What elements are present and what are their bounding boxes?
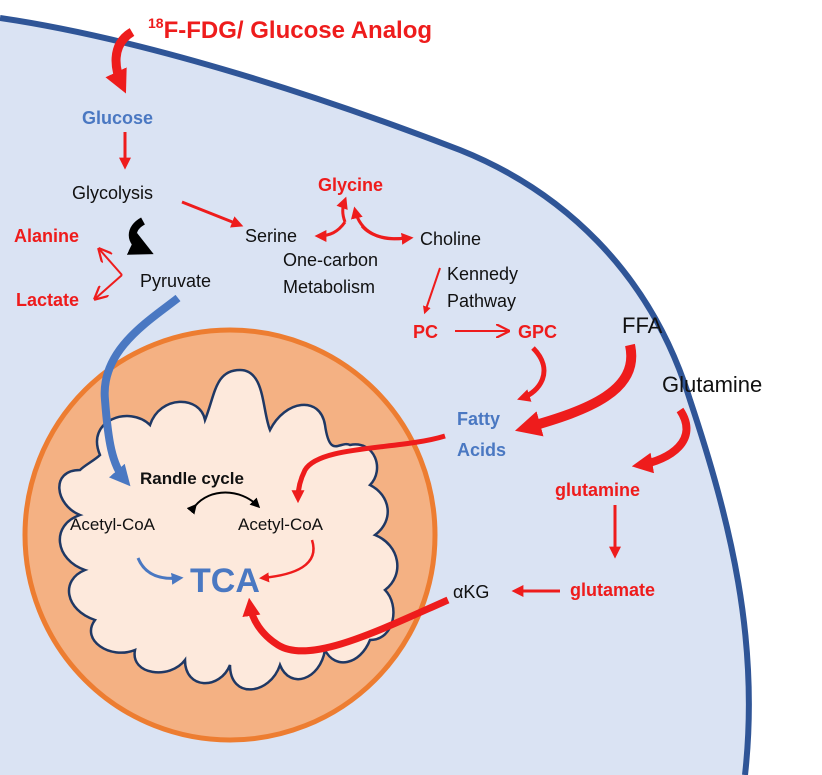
one-carbon-label-line2: Metabolism (283, 277, 375, 297)
title-label: 18F-FDG/ Glucose Analog (148, 15, 432, 44)
serine-label: Serine (245, 226, 297, 246)
choline-label: Choline (420, 229, 481, 249)
title-main: F-FDG/ Glucose Analog (164, 17, 432, 44)
glycolysis-pyruvate-arrow (126, 217, 154, 255)
alanine-label: Alanine (14, 226, 79, 246)
kennedy-label-line1: Kennedy (447, 264, 518, 284)
pc-label: PC (413, 322, 438, 342)
glycolysis-label: Glycolysis (72, 183, 153, 203)
gpc-label: GPC (518, 322, 557, 342)
glutamine-external-label: Glutamine (662, 372, 762, 397)
tca-label: TCA (190, 562, 260, 600)
glycine-choline-arrow (360, 224, 414, 245)
pyruvate-alanine-arrow (100, 250, 123, 276)
glutamine-internal-label: glutamine (555, 480, 640, 500)
akg-label: αKG (453, 582, 489, 602)
fdg-uptake-arrow (105, 28, 135, 94)
randle-cycle-label: Randle cycle (140, 469, 244, 488)
pyruvate-lactate-arrow (96, 274, 123, 298)
cell-membrane (0, 15, 752, 775)
glutamine-uptake-arrow (631, 407, 691, 474)
ffa-uptake-arrow (514, 343, 637, 437)
choline-pc-arrow (423, 267, 441, 315)
glycine-serine-arrow (314, 221, 347, 242)
pyruvate-acetyl-arrow (100, 294, 181, 487)
one-carbon-label-line1: One-carbon (283, 250, 378, 270)
glutamate-label: glutamate (570, 580, 655, 600)
fatty-acids-label-line2: Acids (457, 440, 506, 460)
acetyl-left-tca-arrow (136, 557, 184, 585)
acetyl-coa-left-label: Acetyl-CoA (70, 515, 156, 534)
glycine-label: Glycine (318, 175, 383, 195)
randle-cycle-arrow (186, 491, 261, 515)
fatty-acids-acetyl-arrow (291, 433, 446, 504)
ffa-label: FFA (622, 313, 663, 338)
kennedy-label-line2: Pathway (447, 291, 516, 311)
glycolysis-serine-arrow (181, 200, 244, 228)
akg-tca-arrow (242, 596, 450, 655)
glycine-top-arrow (336, 196, 348, 223)
lactate-label: Lactate (16, 290, 79, 310)
acetyl-right-tca-arrow (259, 539, 315, 583)
glucose-label: Glucose (82, 108, 153, 128)
mitochondrion-inner (58, 368, 399, 691)
pyruvate-label: Pyruvate (140, 271, 211, 291)
gpc-fatty-acids-arrow (517, 346, 547, 402)
acetyl-coa-right-label: Acetyl-CoA (238, 515, 324, 534)
title-superscript: 18 (148, 15, 164, 31)
fatty-acids-label-line1: Fatty (457, 409, 500, 429)
